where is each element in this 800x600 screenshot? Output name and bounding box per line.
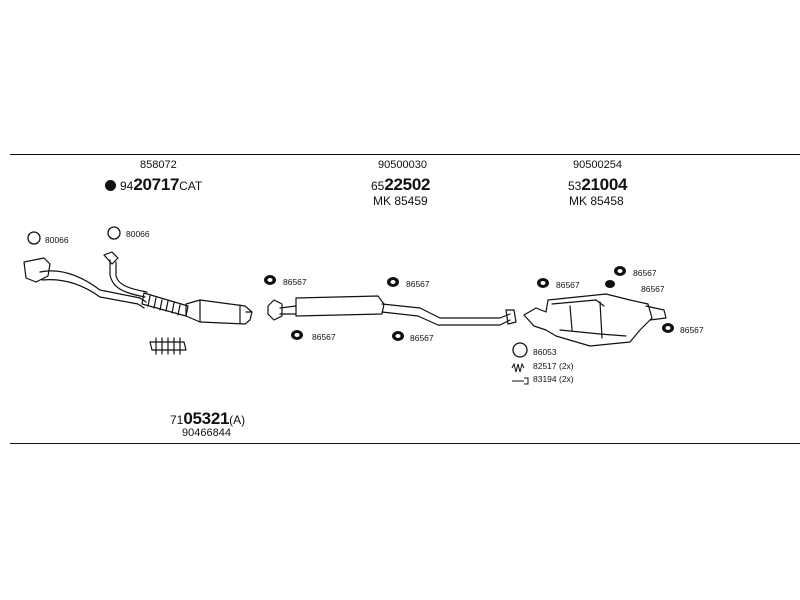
footer-sub: 90466844 (182, 427, 231, 439)
part-label: 86567 (406, 279, 430, 289)
header-left-main: 9420717CAT (105, 176, 202, 194)
part-label: 86567 (410, 333, 434, 343)
mount-bracket (149, 337, 187, 355)
part-label: 86053 (533, 347, 557, 357)
header-right-mk: MK 85458 (569, 194, 624, 208)
part-label: 86567 (680, 325, 704, 335)
part-label: 86567 (283, 277, 307, 287)
header-right-main: 5321004 (568, 175, 628, 194)
header-mid-mk: MK 85459 (373, 194, 428, 208)
front-pipe (23, 251, 148, 309)
ring-icon (512, 342, 528, 358)
part-label: 80066 (126, 229, 150, 239)
middle-silencer-pipe (267, 295, 517, 326)
header-mid-ref: 90500030 (378, 159, 427, 171)
gasket-icon (27, 231, 41, 245)
rear-silencer (523, 293, 667, 347)
hangers (264, 266, 674, 341)
part-label: 86567 (556, 280, 580, 290)
catalyst-dot-icon (105, 180, 116, 192)
part-label: 80066 (45, 235, 69, 245)
flex-pipe (141, 292, 189, 317)
bolt-icon (512, 377, 529, 385)
header-mid-main: 6522502 (371, 175, 431, 194)
bottom-rule (10, 443, 800, 444)
fittings (27, 226, 528, 358)
part-label: 86567 (312, 332, 336, 342)
gasket-icon (107, 226, 121, 240)
hanger-icon (605, 280, 615, 288)
part-label: 82517 (2x) (533, 361, 574, 371)
top-rule (10, 154, 800, 155)
part-label: 86567 (633, 268, 657, 278)
part-label: 83194 (2x) (533, 374, 574, 384)
header-left-ref: 858072 (140, 159, 177, 171)
footer-main: 7105321(A) (170, 409, 246, 428)
catalytic-converter (185, 299, 253, 325)
header-right-ref: 90500254 (573, 159, 622, 171)
part-label: 86567 (641, 284, 665, 294)
spring-icon (511, 362, 525, 373)
